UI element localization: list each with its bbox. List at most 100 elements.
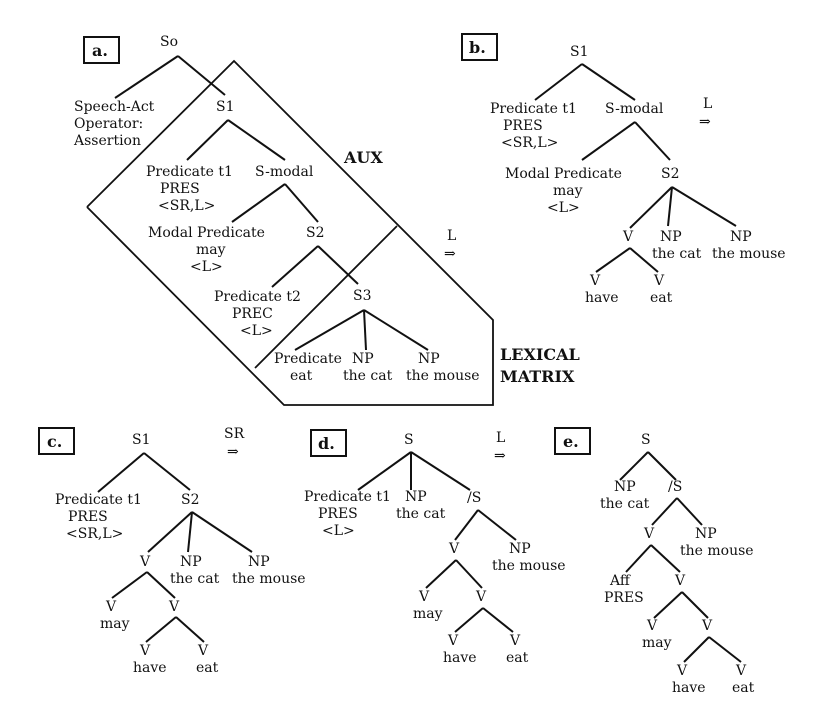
lexical-label-line2: MATRIX (500, 367, 575, 386)
speech-act-line3: Assertion (73, 133, 141, 149)
v-may-d-line1: V (418, 589, 430, 605)
predicate-a-line1: Predicate (274, 351, 342, 367)
v-may-c-line1: V (105, 599, 117, 615)
edge (147, 511, 193, 553)
lexical-matrix-divider (254, 225, 398, 369)
pred2-a-line2: PREC (232, 306, 273, 322)
v-may-c-line2: may (100, 616, 130, 632)
np1-c-line2: the cat (170, 571, 220, 587)
tree-c-root: S1 (132, 432, 151, 448)
aff-e-line2: PRES (604, 590, 644, 606)
edge (177, 55, 226, 96)
modal-a-line1: Modal Predicate (148, 225, 265, 241)
tree-a-root: So (160, 34, 178, 50)
tree-a-s1: S1 (216, 99, 235, 115)
panel-c-tag: c. (47, 432, 62, 451)
pred1-a-line3: <SR,L> (158, 198, 215, 214)
edge (114, 55, 179, 99)
edge (271, 245, 319, 288)
tree-e-v: V (643, 526, 655, 542)
np1-a-line2: the cat (343, 368, 393, 384)
arrow-a-label: L (447, 228, 456, 244)
panel-e-tag-box (554, 427, 591, 455)
edge (357, 451, 412, 491)
edge (647, 451, 677, 481)
tree-a-s2: S2 (306, 225, 325, 241)
np2-c-line1: NP (248, 554, 270, 570)
edge (629, 186, 673, 229)
edge (425, 559, 457, 589)
np2-e-line2: the mouse (680, 543, 754, 559)
lexical-label-line1: LEXICAL (500, 345, 580, 364)
v-have-b-line1: V (589, 273, 601, 289)
tree-c-v: V (139, 554, 151, 570)
v-have-e-line1: V (676, 663, 688, 679)
modal-a-line2: may (196, 242, 226, 258)
tree-e-root: S (641, 432, 651, 448)
edge (146, 571, 176, 599)
panel-b-tag-box (461, 33, 498, 61)
edge (410, 451, 471, 491)
edge (534, 63, 583, 101)
np2-b-line2: the mouse (712, 246, 786, 262)
edge (619, 451, 649, 481)
v-may-e-line2: may (642, 635, 672, 651)
arrow-c-label: SR (224, 426, 245, 442)
np1-e-line1: NP (614, 479, 636, 495)
edge (629, 247, 659, 273)
pred1-d-line1: Predicate t1 (304, 489, 391, 505)
v-may-d-line2: may (413, 606, 443, 622)
edge (625, 544, 652, 573)
tree-d-v-mid: V (475, 589, 487, 605)
arrow-a-icon: ⇒ (444, 246, 456, 262)
edge (651, 497, 678, 526)
edge (477, 509, 517, 541)
pred1-d-line3: <L> (322, 523, 355, 539)
tree-c-s2: S2 (181, 492, 200, 508)
v-eat-d-line1: V (509, 633, 521, 649)
edge (143, 452, 191, 491)
np1-d-line1: NP (405, 489, 427, 505)
edge (187, 511, 193, 553)
np2-a-line2: the mouse (406, 368, 480, 384)
v-eat-b-line1: V (653, 273, 665, 289)
pred2-a-line1: Predicate t2 (214, 289, 301, 305)
np1-c-line1: NP (180, 554, 202, 570)
edge (231, 183, 286, 223)
panel-d: d. S L ⇒ Predicate t1 PRES <L> NP the ca… (304, 429, 566, 666)
v-have-c-line2: have (133, 660, 167, 676)
edge (363, 309, 367, 351)
np1-d-line2: the cat (396, 506, 446, 522)
np1-b-line2: the cat (652, 246, 702, 262)
edge (454, 509, 479, 541)
modal-a-line3: <L> (190, 259, 223, 275)
tree-a-s3: S3 (353, 288, 372, 304)
arrow-b-icon: ⇒ (699, 114, 711, 130)
panel-c-tag-box (38, 427, 75, 455)
edge (667, 186, 673, 227)
v-eat-e-line2: eat (732, 680, 755, 696)
v-may-e-line1: V (646, 618, 658, 634)
tree-b-root: S1 (570, 44, 589, 60)
v-eat-e-line1: V (735, 663, 747, 679)
aff-e-line1: Aff (609, 573, 631, 589)
pred1-b-line1: Predicate t1 (490, 101, 577, 117)
tree-c-v-mid: V (168, 599, 180, 615)
np2-d-line2: the mouse (492, 558, 566, 574)
panel-e: e. S NP the cat /S V NP the mouse Aff PR… (554, 427, 755, 696)
modal-b-line3: <L> (547, 200, 580, 216)
tree-e-v3: V (701, 618, 713, 634)
pred1-d-line2: PRES (318, 506, 358, 522)
edge (683, 636, 710, 663)
tree-d-slash-s: /S (467, 490, 481, 506)
tree-a-smodal: S-modal (255, 164, 314, 180)
np2-a-line1: NP (418, 351, 440, 367)
edge (186, 119, 229, 161)
speech-act-line2: Operator: (74, 116, 143, 132)
edge (482, 607, 514, 633)
panel-d-tag: d. (318, 434, 335, 453)
speech-act-line1: Speech-Act (74, 99, 155, 115)
panel-b: b. S1 Predicate t1 PRES <SR,L> S-modal L… (461, 33, 786, 306)
modal-b-line1: Modal Predicate (505, 166, 622, 182)
